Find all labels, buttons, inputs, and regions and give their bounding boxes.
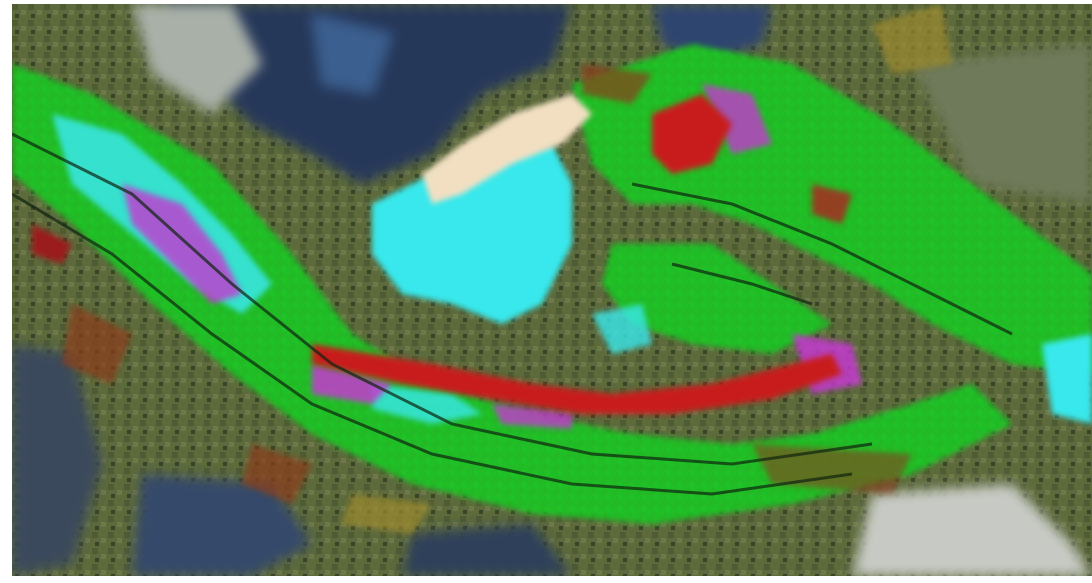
striation-layer xyxy=(12,132,1013,496)
cloud-layer xyxy=(132,4,1092,576)
red-anomaly-layer xyxy=(32,94,852,414)
satellite-map-svg xyxy=(12,4,1092,576)
sand-region xyxy=(422,94,592,204)
satellite-map[interactable] xyxy=(12,4,1092,576)
